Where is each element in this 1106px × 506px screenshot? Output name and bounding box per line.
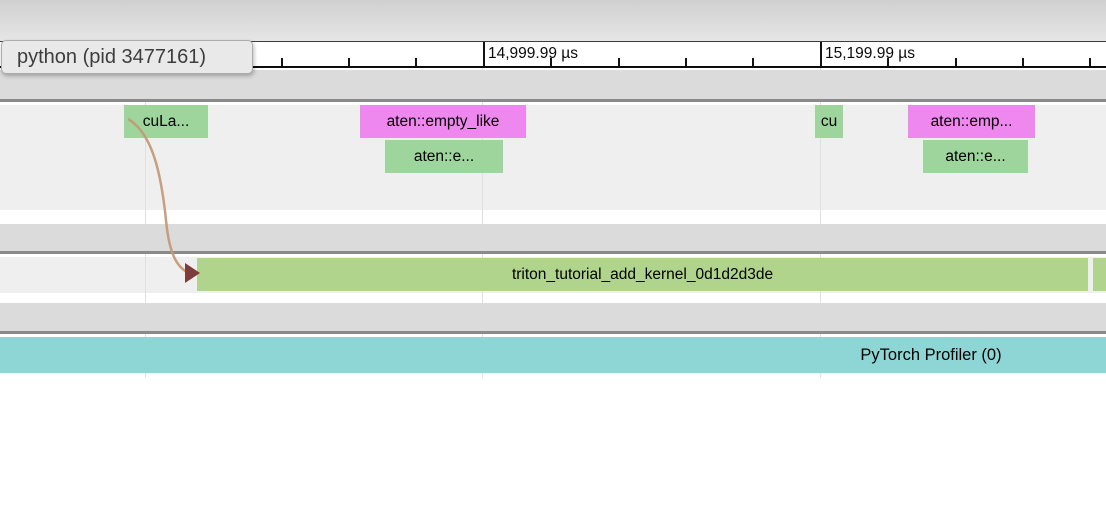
track-group-header-python[interactable] [0,70,1106,102]
ruler-minor-tick [1089,58,1092,66]
ruler-minor-tick [887,58,890,66]
trace-slice[interactable]: cuLa... [124,105,208,138]
trace-slice[interactable]: aten::emp... [908,105,1035,138]
ruler-minor-tick [348,58,350,66]
ruler-minor-tick [1022,58,1024,66]
trace-slice-label: aten::e... [413,148,475,165]
ruler-minor-tick [280,58,283,66]
ruler-tick-label: 15,199.99 µs [825,45,915,62]
trace-slice-label: aten::empty_like [386,113,500,130]
trace-slice[interactable]: triton_tutorial_add_kernel_0d1d2d3de [197,258,1088,291]
ruler-minor-tick [550,58,553,66]
timeline-gridline [820,68,821,378]
ruler-minor-tick [752,58,755,66]
trace-slice[interactable]: aten::e... [923,140,1028,173]
trace-slice[interactable]: aten::empty_like [360,105,526,138]
ruler-major-tick [820,42,822,66]
trace-slice[interactable]: PyTorch Profiler (0) [0,337,1106,373]
trace-slice-label: triton_tutorial_add_kernel_0d1d2d3de [511,266,774,283]
ruler-major-tick [483,42,485,66]
ruler-minor-tick [685,58,687,66]
ruler-minor-tick [415,58,418,66]
trace-slice[interactable]: cu [815,105,843,138]
trace-slice-label: cu [820,113,838,130]
timeline-gridline [482,68,483,378]
ruler-minor-tick [617,58,620,66]
process-label-python[interactable]: python (pid 3477161) [1,40,253,74]
ruler-minor-tick [954,58,957,66]
trace-slice-label: aten::e... [945,148,1006,165]
ruler-tick-label: 14,999.99 µs [488,45,578,62]
track-group-header-kernel[interactable] [0,224,1106,254]
trace-slice[interactable] [1093,258,1106,291]
trace-slice-label: cuLa... [142,113,190,130]
trace-slice-label: PyTorch Profiler (0) [860,346,1002,364]
process-label-text: python (pid 3477161) [17,46,207,68]
trace-slice[interactable]: aten::e... [385,140,503,173]
track-group-header-profiler[interactable] [0,303,1106,334]
viewer-top-header [0,0,1106,41]
trace-slice-label: aten::emp... [930,113,1013,130]
